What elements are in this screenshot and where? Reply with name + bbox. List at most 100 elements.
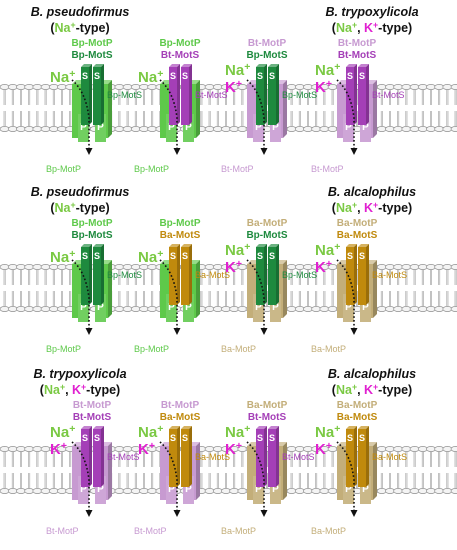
motor-r2-c3-side-motp: Ba-MotP <box>221 345 256 354</box>
lipid-head <box>303 446 313 452</box>
lipid <box>48 446 59 494</box>
lipid-head <box>40 488 51 494</box>
mots-pillar-side <box>276 64 279 125</box>
lipid <box>434 446 445 494</box>
lipid <box>57 264 67 312</box>
lipid-head <box>0 488 10 494</box>
row1-right-na-plus: + <box>351 20 358 30</box>
motor-r1-c3-side-motp: Bt-MotP <box>221 165 254 174</box>
lipid-head <box>0 306 10 312</box>
mots-pillar-side <box>189 244 192 305</box>
lipid-head <box>417 126 428 132</box>
mots-label: S <box>170 433 176 443</box>
lipid-head <box>114 488 125 494</box>
lipid-head <box>426 84 436 90</box>
lipid-head <box>114 264 125 270</box>
row3-right-paren: ( <box>331 383 336 397</box>
lipid <box>311 84 322 132</box>
lipid-head <box>7 84 18 90</box>
row1-right-k: K <box>364 21 374 35</box>
mots-label: S <box>182 251 188 261</box>
lipid-head <box>385 84 395 90</box>
motp-label: P <box>345 302 352 313</box>
motp-block-side <box>283 260 287 318</box>
row2-right-species: B. alcalophilus <box>292 186 452 199</box>
lipid-head <box>450 306 457 312</box>
motp-face <box>270 294 281 322</box>
motor-r3-c3-motp-name: Ba-MotP <box>246 400 288 411</box>
lipid-head <box>204 488 215 494</box>
mots-pillar-side <box>89 244 92 305</box>
lipid-head <box>311 488 322 494</box>
motp-face <box>360 476 371 504</box>
lipid <box>147 84 158 132</box>
lipid-head <box>212 84 223 90</box>
lipid <box>417 84 428 132</box>
motor-r1-c2-na-ion: Na+ <box>138 69 163 85</box>
lipid-head <box>311 126 322 132</box>
row2-left-species-text: B. pseudofirmus <box>30 185 130 199</box>
lipid <box>426 84 436 132</box>
motp-label: P <box>168 484 175 495</box>
lipid <box>114 446 125 494</box>
motp-label: P <box>168 302 175 313</box>
mots-pillar-side <box>189 426 192 487</box>
lipid-head <box>442 446 453 452</box>
motor-r3-c4-na-ion-symbol: Na <box>315 424 335 441</box>
motor-r2-c3-k-ion: K+ <box>225 258 242 276</box>
lipid-head <box>229 126 240 132</box>
mots-pillar-left <box>169 67 177 125</box>
row1-left-na: Na <box>54 21 71 35</box>
mots-pillar-side <box>101 426 104 487</box>
motor-r3-c1-k-ion-charge: + <box>60 440 67 452</box>
motp-face <box>166 114 177 142</box>
lipid-head <box>204 126 215 132</box>
motor-r3-c1-motp-name: Bt-MotP <box>72 400 112 411</box>
motor-r2-c2-mots-name: Ba-MotS <box>159 229 201 241</box>
row2-left-paren: ( <box>50 201 55 215</box>
motor-r1-c4-mots-name: Bt-MotS <box>337 49 377 61</box>
motp-face <box>95 114 106 142</box>
lipid-head <box>16 264 26 270</box>
lipid-head <box>229 306 240 312</box>
lipid-head <box>426 488 436 494</box>
motp-face <box>360 114 371 142</box>
motor-r3-c3-k-ion-charge: + <box>235 440 242 452</box>
lipid-head <box>393 306 404 312</box>
row1-left-na-plus: + <box>70 20 76 30</box>
mots-pillar-left <box>346 247 354 305</box>
motp-face <box>166 476 177 504</box>
lipid-head <box>237 126 248 132</box>
mots-pillar-top <box>81 426 92 429</box>
motor-r1-c3-k-ion-charge: + <box>235 78 242 90</box>
lipid-head <box>294 126 305 132</box>
lipid-head <box>303 84 313 90</box>
row1-right-k-plus: + <box>373 20 379 30</box>
row3-right-na-plus: + <box>351 382 358 392</box>
ion-arrow <box>173 510 181 517</box>
lipid <box>303 84 313 132</box>
motor-r2-c3-k-ion-symbol: K <box>225 259 236 276</box>
motor-r3-c3-na-ion-symbol: Na <box>225 424 245 441</box>
motp-face <box>270 476 281 504</box>
motp-face <box>270 114 281 142</box>
lipid <box>0 264 10 312</box>
lipid-head <box>401 488 412 494</box>
lipid <box>311 264 322 312</box>
mots-pillar-top <box>358 64 369 67</box>
motor-r2-c3-k-ion-charge: + <box>235 258 242 270</box>
lipid <box>294 446 305 494</box>
motor-r1-c1-na-ion-symbol: Na <box>50 69 70 86</box>
motor-r1-c4-na-ion-symbol: Na <box>315 62 335 79</box>
lipid-head <box>0 264 10 270</box>
motor-r3-c4-k-ion-charge: + <box>325 440 332 452</box>
lipid-head <box>319 126 330 132</box>
motp-label: P <box>362 484 369 495</box>
lipid <box>327 264 338 312</box>
motp-face <box>343 294 354 322</box>
motor-r1-c3-na-ion: Na+ <box>225 62 250 78</box>
motor-r3-c3-na-ion: Na+ <box>225 424 250 441</box>
motor-r2-c3-na-ion-symbol: Na <box>225 242 245 259</box>
